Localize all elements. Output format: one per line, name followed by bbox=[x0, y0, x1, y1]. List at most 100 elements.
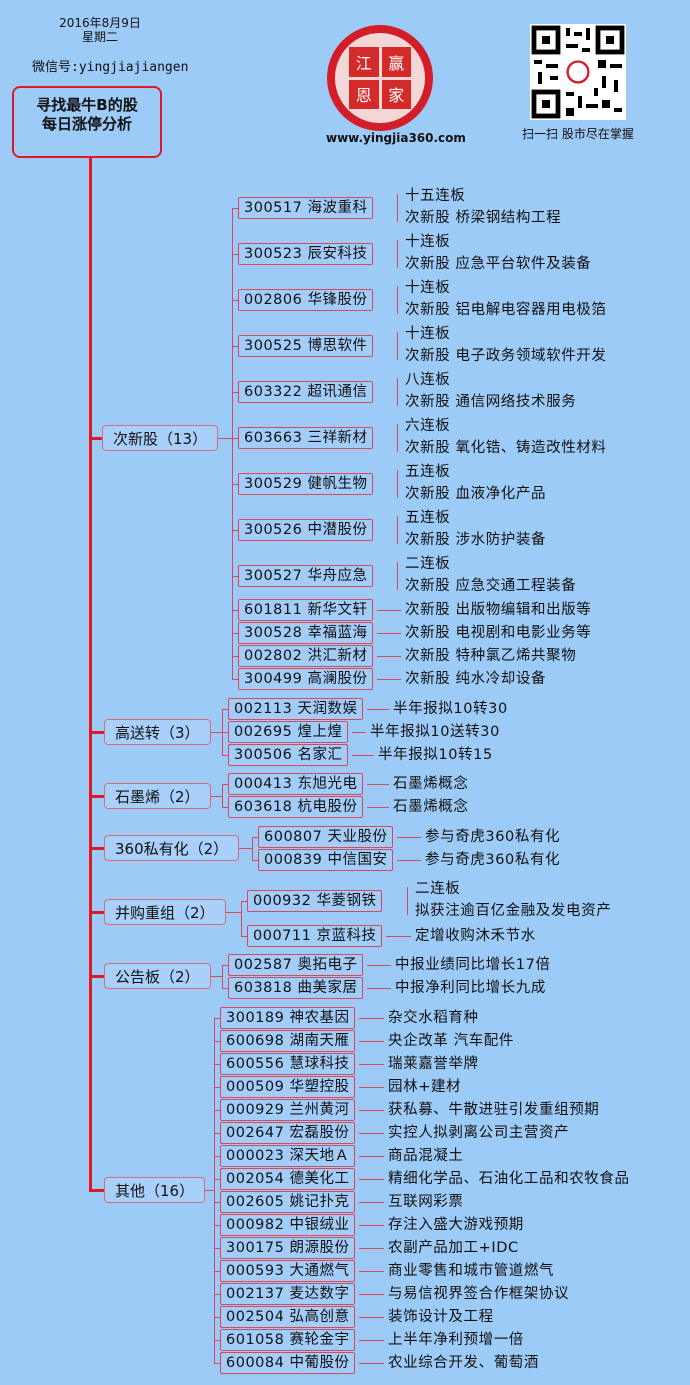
stock-node[interactable]: 300506 名家汇 bbox=[228, 744, 349, 766]
stock-desc-line: 二连板 bbox=[405, 556, 451, 572]
stock-desc-line: 次新股 特种氯乙烯共聚物 bbox=[405, 648, 577, 664]
desc-branch-line bbox=[377, 656, 401, 657]
stock-node[interactable]: 000982 中银绒业 bbox=[220, 1214, 356, 1236]
desc-branch-line bbox=[377, 633, 401, 634]
stock-desc-line: 装饰设计及工程 bbox=[388, 1309, 494, 1325]
stock-node[interactable]: 300529 健帆生物 bbox=[238, 473, 374, 495]
stock-node[interactable]: 600698 湖南天雁 bbox=[220, 1030, 356, 1052]
stock-node[interactable]: 300528 幸福蓝海 bbox=[238, 622, 374, 644]
stock-desc-line: 农副产品加工+IDC bbox=[388, 1240, 519, 1256]
stock-desc-line: 互联网彩票 bbox=[388, 1194, 464, 1210]
stock-branch-line bbox=[232, 392, 238, 393]
category-to-stocks-line bbox=[218, 438, 232, 439]
category-node[interactable]: 并购重组（2） bbox=[104, 899, 226, 925]
stock-branch-line bbox=[214, 1363, 220, 1364]
stock-node[interactable]: 300175 朗源股份 bbox=[220, 1237, 356, 1259]
stock-node[interactable]: 603618 杭电股份 bbox=[228, 796, 364, 818]
stock-node[interactable]: 000509 华塑控股 bbox=[220, 1076, 356, 1098]
stock-node[interactable]: 000023 深天地Ａ bbox=[220, 1145, 356, 1167]
desc-branch-line bbox=[359, 1317, 384, 1318]
desc-branch-line bbox=[367, 784, 389, 785]
stock-node[interactable]: 600556 慧球科技 bbox=[220, 1053, 356, 1075]
stock-connector-line bbox=[232, 208, 233, 679]
stock-node[interactable]: 601058 赛轮金宇 bbox=[220, 1329, 356, 1351]
weekday: 星期二 bbox=[81, 30, 118, 44]
stock-branch-line bbox=[214, 1041, 220, 1042]
stock-node[interactable]: 002587 奥拓电子 bbox=[228, 954, 364, 976]
desc-bracket-line bbox=[397, 286, 398, 314]
stock-node[interactable]: 000932 华菱钢铁 bbox=[247, 890, 383, 912]
stock-node[interactable]: 603322 超讯通信 bbox=[238, 381, 374, 403]
stock-desc-line: 二连板 bbox=[415, 881, 461, 897]
stock-node[interactable]: 300523 辰安科技 bbox=[238, 243, 374, 265]
title-line-2: 每日涨停分析 bbox=[41, 115, 132, 133]
stock-branch-line bbox=[222, 807, 228, 808]
stock-node[interactable]: 000711 京蓝科技 bbox=[247, 925, 383, 947]
stock-node[interactable]: 300527 华舟应急 bbox=[238, 565, 374, 587]
stock-node[interactable]: 002647 宏磊股份 bbox=[220, 1122, 356, 1144]
stock-branch-line bbox=[214, 1018, 220, 1019]
stock-node[interactable]: 603663 三祥新材 bbox=[238, 427, 374, 449]
stock-node[interactable]: 002504 弘高创意 bbox=[220, 1306, 356, 1328]
main-spine-line bbox=[89, 158, 92, 1190]
category-node[interactable]: 高送转（3） bbox=[104, 719, 211, 745]
stock-node[interactable]: 603818 曲美家居 bbox=[228, 977, 364, 999]
stock-desc-line: 十连板 bbox=[405, 280, 451, 296]
stock-node[interactable]: 300189 神农基因 bbox=[220, 1007, 356, 1029]
stock-desc-line: 中报净利同比增长九成 bbox=[395, 980, 546, 996]
stock-desc-line: 十连板 bbox=[405, 234, 451, 250]
category-to-stocks-line bbox=[239, 848, 252, 849]
stock-node[interactable]: 002054 德美化工 bbox=[220, 1168, 356, 1190]
category-node[interactable]: 其他（16） bbox=[104, 1177, 206, 1203]
stock-node[interactable]: 300526 中潜股份 bbox=[238, 519, 374, 541]
stock-connector-line bbox=[252, 837, 253, 860]
stock-desc-line: 定增收购沐禾节水 bbox=[415, 928, 536, 944]
stock-desc-line: 次新股 电子政务领域软件开发 bbox=[405, 348, 607, 364]
stock-node[interactable]: 000413 东旭光电 bbox=[228, 773, 364, 795]
stock-node[interactable]: 000929 兰州黄河 bbox=[220, 1099, 356, 1121]
stock-branch-line bbox=[232, 679, 238, 680]
category-node[interactable]: 石墨烯（2） bbox=[104, 783, 211, 809]
stock-branch-line bbox=[252, 837, 258, 838]
desc-branch-line bbox=[359, 1156, 384, 1157]
stock-branch-line bbox=[222, 755, 228, 756]
category-node[interactable]: 次新股（13） bbox=[102, 425, 219, 451]
stock-node[interactable]: 300499 高澜股份 bbox=[238, 668, 374, 690]
stock-node[interactable]: 000593 大通燃气 bbox=[220, 1260, 356, 1282]
category-node[interactable]: 360私有化（2） bbox=[104, 835, 240, 861]
stock-node[interactable]: 002695 煌上煌 bbox=[228, 721, 349, 743]
stock-node[interactable]: 300517 海波重科 bbox=[238, 197, 374, 219]
category-node[interactable]: 公告板（2） bbox=[104, 963, 211, 989]
stock-node[interactable]: 002137 麦达数字 bbox=[220, 1283, 356, 1305]
stock-desc-line: 六连板 bbox=[405, 418, 451, 434]
logo-char: 家 bbox=[381, 79, 411, 109]
stock-desc-line: 次新股 氧化锆、铸造改性材料 bbox=[405, 440, 607, 456]
stock-connector-line bbox=[222, 784, 223, 807]
stock-node[interactable]: 601811 新华文轩 bbox=[238, 599, 374, 621]
stock-node[interactable]: 000839 中信国安 bbox=[258, 849, 394, 871]
stock-branch-line bbox=[222, 709, 228, 710]
stock-branch-line bbox=[232, 610, 238, 611]
stock-node[interactable]: 002806 华锋股份 bbox=[238, 289, 374, 311]
desc-branch-line bbox=[359, 1133, 384, 1134]
stock-desc-line: 瑞莱嘉誉举牌 bbox=[388, 1056, 479, 1072]
stock-branch-line bbox=[232, 300, 238, 301]
desc-branch-line bbox=[367, 709, 389, 710]
date: 2016年8月9日 bbox=[59, 16, 141, 30]
stock-branch-line bbox=[214, 1156, 220, 1157]
website-link[interactable]: www.yingjia360.com bbox=[326, 131, 466, 145]
stock-branch-line bbox=[232, 484, 238, 485]
desc-branch-line bbox=[359, 1225, 384, 1226]
stock-node[interactable]: 600084 中葡股份 bbox=[220, 1352, 356, 1374]
stock-node[interactable]: 600807 天业股份 bbox=[258, 826, 394, 848]
stock-node[interactable]: 002113 天润数娱 bbox=[228, 698, 364, 720]
desc-branch-line bbox=[397, 860, 421, 861]
stock-desc-line: 农业综合开发、葡萄酒 bbox=[388, 1355, 539, 1371]
stock-branch-line bbox=[232, 656, 238, 657]
stock-node[interactable]: 300525 博思软件 bbox=[238, 335, 374, 357]
stock-node[interactable]: 002605 姚记扑克 bbox=[220, 1191, 356, 1213]
stock-node[interactable]: 002802 洪汇新材 bbox=[238, 645, 374, 667]
stock-desc-line: 央企改革 汽车配件 bbox=[388, 1033, 515, 1049]
stock-branch-line bbox=[222, 784, 228, 785]
stock-branch-line bbox=[241, 901, 247, 902]
